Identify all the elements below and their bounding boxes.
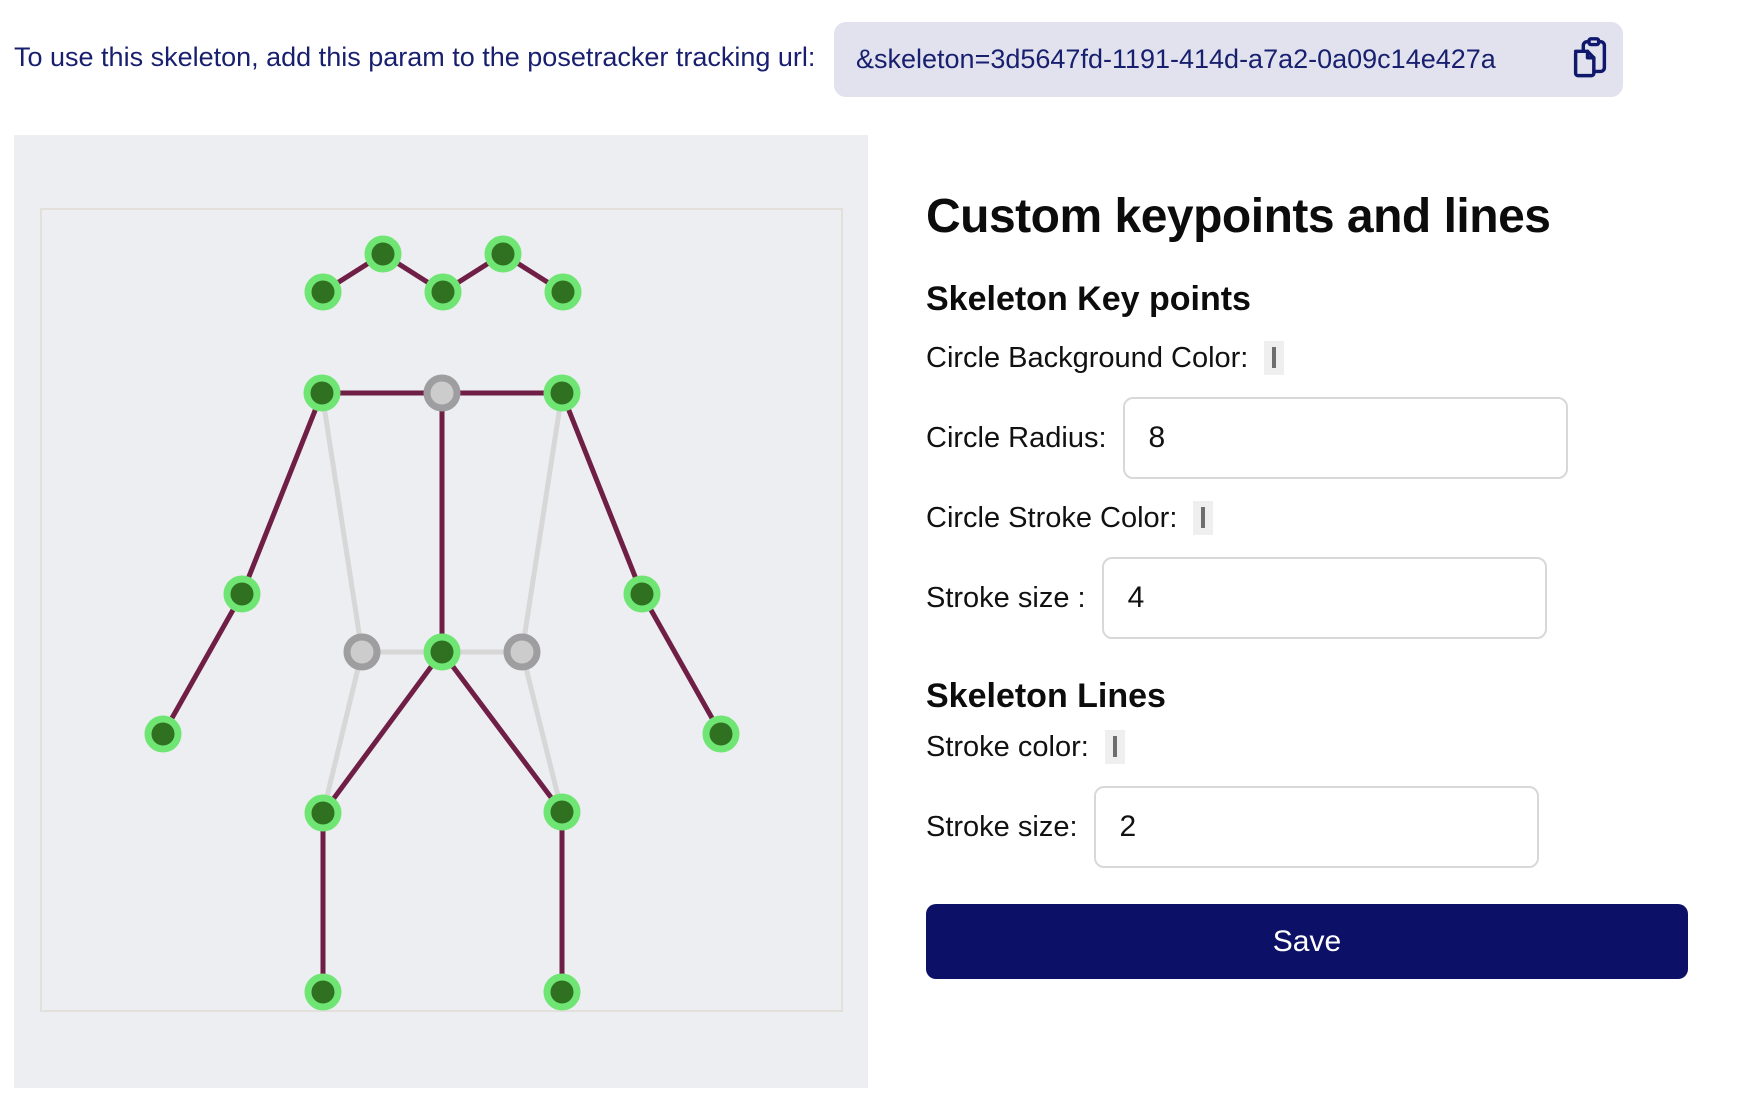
skeleton-line-right-hip-right-knee: [519, 649, 565, 815]
keypoint-neck[interactable]: [423, 374, 461, 412]
keypoint-mid-hip[interactable]: [423, 633, 461, 671]
skeleton-line-mid-hip-right-knee: [439, 649, 565, 815]
keypoint-right-wrist[interactable]: [702, 715, 740, 753]
skeleton-line-left-hip-left-knee: [320, 649, 365, 816]
circle-stroke-color-picker[interactable]: [1193, 501, 1214, 536]
settings-panel: Custom keypoints and lines Skeleton Key …: [926, 190, 1688, 980]
param-instruction-label: To use this skeleton, add this param to …: [14, 42, 816, 72]
keypoint-left-knee[interactable]: [304, 794, 342, 832]
keypoint-left-hip[interactable]: [343, 633, 381, 671]
keypoint-right-knee[interactable]: [543, 793, 581, 831]
skeleton-preview-panel: [14, 135, 868, 1088]
keypoint-right-shoulder[interactable]: [543, 374, 581, 412]
circle-stroke-color-row: Circle Stroke Color:: [926, 501, 1688, 536]
circle-background-color-swatch: [1272, 347, 1277, 369]
skeleton-line-mid-hip-left-knee: [320, 649, 445, 816]
skeleton-line-right-shoulder-right-hip: [519, 390, 565, 655]
circle-background-color-label: Circle Background Color:: [926, 341, 1249, 374]
top-bar: To use this skeleton, add this param to …: [0, 0, 1738, 112]
keypoint-left-elbow[interactable]: [223, 575, 261, 613]
circle-radius-row: Circle Radius:: [926, 397, 1688, 480]
circle-radius-label: Circle Radius:: [926, 421, 1107, 454]
keypoint-left-ankle[interactable]: [304, 973, 342, 1011]
keypoints-section-heading: Skeleton Key points: [926, 280, 1251, 319]
circle-stroke-size-row: Stroke size :: [926, 557, 1688, 640]
skeleton-canvas[interactable]: [40, 208, 843, 1012]
line-stroke-size-label: Stroke size:: [926, 810, 1078, 843]
circle-background-color-row: Circle Background Color:: [926, 341, 1688, 376]
skeleton-figure: [144, 235, 740, 1011]
keypoint-right-hip[interactable]: [503, 633, 541, 671]
line-stroke-size-row: Stroke size:: [926, 786, 1688, 869]
copy-to-clipboard-button[interactable]: [1557, 22, 1623, 97]
skeleton-line-left-shoulder-left-elbow: [239, 390, 325, 597]
skeleton-param-box: &skeleton=3d5647fd-1191-414d-a7a2-0a09c1…: [834, 22, 1623, 97]
line-stroke-color-picker[interactable]: [1104, 730, 1125, 765]
page-title: Custom keypoints and lines: [926, 190, 1551, 243]
keypoint-left-eye[interactable]: [364, 235, 402, 273]
keypoint-left-shoulder[interactable]: [303, 374, 341, 412]
keypoint-right-elbow[interactable]: [623, 575, 661, 613]
line-stroke-color-label: Stroke color:: [926, 730, 1089, 763]
skeleton-line-left-elbow-left-wrist: [160, 591, 245, 737]
clipboard-copy-icon: [1567, 35, 1613, 84]
lines-section-heading: Skeleton Lines: [926, 677, 1166, 716]
keypoint-right-eye[interactable]: [484, 235, 522, 273]
keypoint-nose[interactable]: [424, 273, 462, 311]
circle-background-color-picker[interactable]: [1264, 341, 1285, 376]
circle-stroke-size-label: Stroke size :: [926, 581, 1086, 614]
skeleton-line-right-elbow-right-wrist: [639, 591, 724, 737]
skeleton-param-value[interactable]: &skeleton=3d5647fd-1191-414d-a7a2-0a09c1…: [856, 44, 1496, 74]
skeleton-line-left-shoulder-left-hip: [319, 390, 365, 655]
skeleton-line-right-shoulder-right-elbow: [559, 390, 645, 597]
circle-radius-input[interactable]: [1122, 397, 1568, 480]
line-stroke-color-swatch: [1112, 736, 1117, 758]
save-button[interactable]: Save: [926, 904, 1688, 980]
line-stroke-color-row: Stroke color:: [926, 730, 1688, 765]
keypoint-right-ankle[interactable]: [543, 973, 581, 1011]
keypoint-left-wrist[interactable]: [144, 715, 182, 753]
keypoint-right-ear[interactable]: [544, 273, 582, 311]
circle-stroke-color-swatch: [1201, 507, 1206, 529]
keypoint-left-ear[interactable]: [304, 273, 342, 311]
circle-stroke-size-input[interactable]: [1101, 557, 1547, 640]
circle-stroke-color-label: Circle Stroke Color:: [926, 501, 1178, 534]
line-stroke-size-input[interactable]: [1093, 786, 1539, 869]
